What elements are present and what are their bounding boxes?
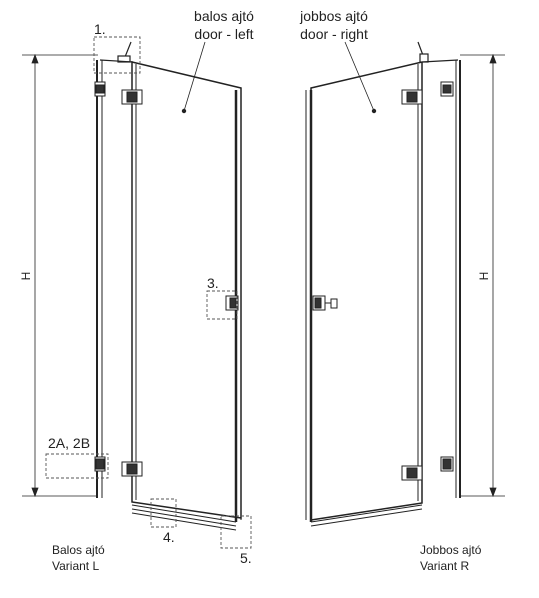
callout-3-label: 3. <box>207 275 219 291</box>
callout-5-label: 5. <box>240 550 252 566</box>
right-door-hinges <box>401 81 454 481</box>
callout-2-label: 2A, 2B <box>48 435 90 451</box>
callout-box-1 <box>93 36 141 74</box>
right-door-title-en: door - right <box>300 26 368 42</box>
right-door-handle <box>312 295 338 311</box>
left-variant-caption: Balos ajtó Variant L <box>52 542 105 574</box>
left-door-assembly <box>96 60 242 531</box>
right-door-assembly <box>305 60 461 527</box>
callout-box-4 <box>150 498 177 528</box>
left-variant-line2: Variant L <box>52 559 100 573</box>
left-door-title-en: door - left <box>194 26 253 42</box>
callout-1-label: 1. <box>94 21 106 37</box>
right-variant-line2: Variant R <box>420 559 470 573</box>
right-support-arm <box>417 41 459 63</box>
right-dimension-label: H <box>477 272 491 281</box>
right-variant-caption: Jobbos ajtó Variant R <box>420 542 481 574</box>
right-dimension-h <box>460 53 505 498</box>
right-door-glass <box>310 61 423 521</box>
left-support-arm <box>99 41 134 63</box>
left-dimension-label: H <box>19 272 33 281</box>
callout-box-5 <box>220 515 252 549</box>
callout-box-3 <box>206 290 238 320</box>
right-door-title-hu: jobbos ajtó <box>299 8 368 24</box>
left-callouts <box>45 36 252 549</box>
left-door-title-hu: balos ajtó <box>194 8 254 24</box>
left-door-pointer-line <box>183 41 206 112</box>
left-door-glass <box>131 61 242 519</box>
left-dimension-h <box>22 53 98 498</box>
left-door-handle <box>225 295 239 311</box>
left-door-hinges <box>94 81 143 477</box>
right-door-pointer-line <box>344 41 375 112</box>
callout-4-label: 4. <box>163 529 175 545</box>
right-variant-line1: Jobbos ajtó <box>420 543 482 557</box>
callout-box-2 <box>45 453 109 479</box>
left-variant-line1: Balos ajtó <box>52 543 105 557</box>
